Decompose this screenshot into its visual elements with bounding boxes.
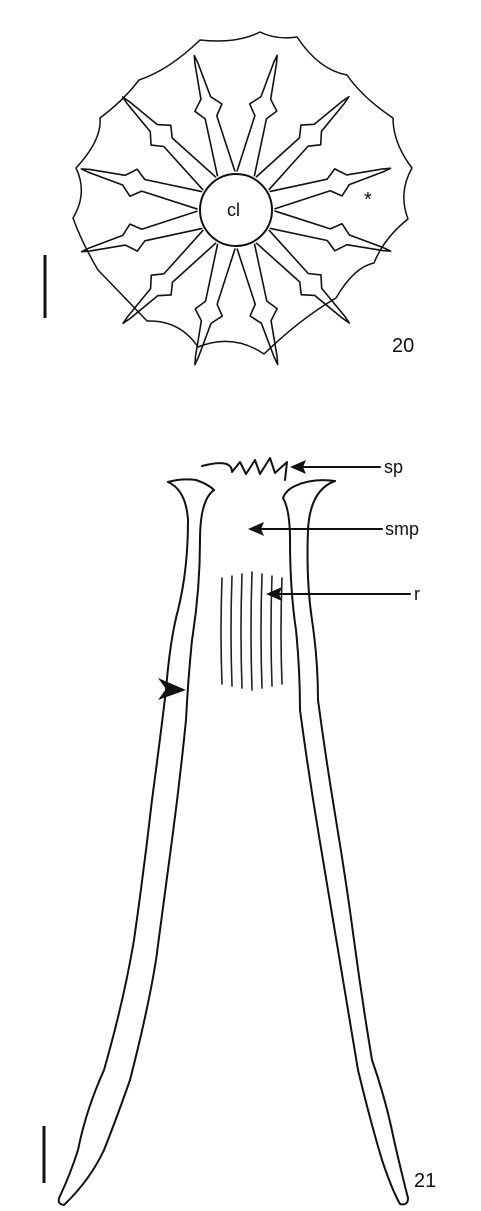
ridge-line-1 bbox=[221, 578, 222, 684]
septum-1 bbox=[237, 55, 277, 175]
septum-4 bbox=[270, 211, 390, 251]
spiky-rim bbox=[202, 458, 287, 480]
left-wall-inner bbox=[59, 490, 214, 1205]
left-arrowhead bbox=[158, 678, 186, 700]
septum-12 bbox=[194, 56, 234, 176]
center-label-cl: cl bbox=[227, 200, 240, 220]
rosette-outline bbox=[73, 32, 412, 354]
ridge-line-4 bbox=[251, 572, 252, 690]
label-sp: sp bbox=[384, 457, 403, 477]
left-wall-outer bbox=[60, 482, 188, 1196]
ridge-line-2 bbox=[231, 576, 232, 686]
figure-20-rosette: cl * 20 bbox=[45, 32, 414, 365]
left-lip bbox=[168, 479, 214, 490]
septum-10 bbox=[81, 169, 201, 209]
figure-21-section: sp smp r 21 bbox=[44, 457, 436, 1205]
asterisk-marker: * bbox=[364, 189, 372, 211]
septum-11 bbox=[123, 97, 216, 189]
label-r: r bbox=[414, 584, 420, 604]
right-lip bbox=[283, 480, 335, 498]
ridges-group bbox=[221, 572, 282, 690]
septum-9 bbox=[82, 211, 202, 251]
ridge-line-3 bbox=[241, 574, 242, 688]
septum-3 bbox=[270, 168, 390, 208]
right-wall-inner bbox=[283, 498, 408, 1204]
label-arrow-sp bbox=[290, 460, 380, 474]
septum-2 bbox=[256, 97, 348, 190]
label-smp: smp bbox=[385, 519, 419, 539]
figure-number-20: 20 bbox=[392, 335, 414, 357]
ridge-line-5 bbox=[261, 574, 262, 688]
right-wall-outer bbox=[308, 481, 409, 1198]
label-arrow-r bbox=[266, 587, 410, 601]
label-arrow-smp bbox=[248, 522, 382, 536]
figure-number-21: 21 bbox=[414, 1170, 436, 1192]
septum-5 bbox=[257, 230, 350, 322]
